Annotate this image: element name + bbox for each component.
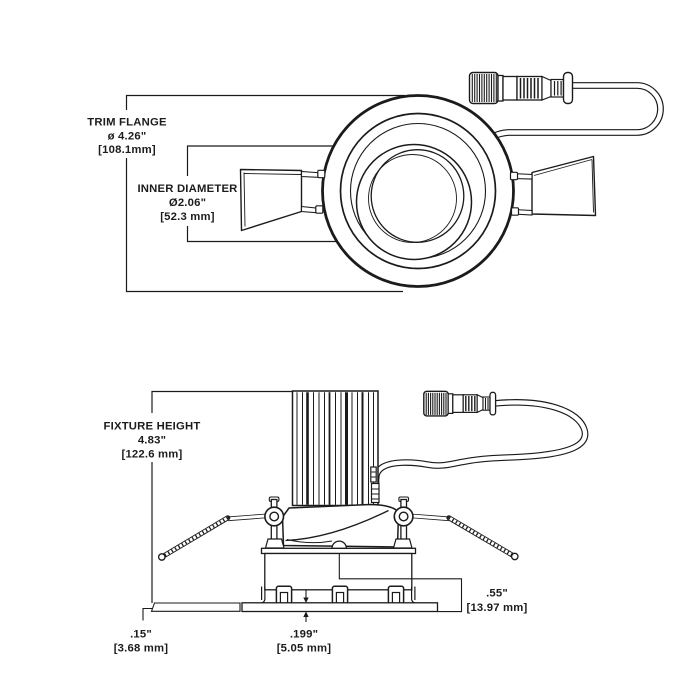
knurl-hatch	[471, 74, 497, 102]
heat-sink	[291, 390, 380, 507]
fixture-height-mm: [122.6 mm]	[121, 449, 182, 461]
fixture-height-inches: 4.83"	[138, 435, 166, 447]
right-spring-clip	[509, 155, 597, 217]
inner-diameter-label: INNER DIAMETER	[137, 183, 237, 195]
side-view: FIXTURE HEIGHT 4.83" [122.6 mm] .55" [13…	[104, 390, 589, 655]
lens-bezel-edge	[286, 539, 333, 544]
gimbal-housing	[281, 503, 400, 548]
left-torsion-assembly	[157, 496, 285, 561]
wire-grommet	[331, 540, 348, 549]
top-connector	[468, 71, 574, 105]
torsion-spring-coil	[264, 506, 285, 527]
fixture-height-label: FIXTURE HEIGHT	[104, 421, 201, 433]
barrel-ribs	[519, 78, 539, 99]
can-lip	[260, 547, 417, 555]
clip-pin	[510, 207, 520, 216]
flange-thickness-inches: .199"	[290, 628, 318, 640]
flange-thickness-arrows	[303, 590, 309, 622]
heat-sink-fins	[296, 392, 374, 505]
right-torsion-assembly	[392, 496, 519, 561]
clip-stack-leader	[338, 553, 463, 613]
top-view-labels: TRIM FLANGE ø 4.26" [108.1mm] INNER DIAM…	[87, 117, 237, 224]
trim-flange-label: TRIM FLANGE	[87, 117, 167, 129]
clip-stack-mm: [13.97 mm]	[466, 602, 527, 614]
flange-lip-mm: [3.68 mm]	[114, 642, 169, 654]
clip-pin	[317, 169, 326, 179]
side-connector	[423, 390, 497, 417]
torsion-arm	[446, 515, 519, 561]
trim-circles	[321, 94, 515, 288]
flange-edge	[241, 602, 439, 613]
trim-flange-dimension-lines	[125, 94, 405, 293]
arm-tip	[510, 552, 519, 561]
cable-clamp	[370, 466, 380, 504]
inner-diameter-mm: [52.3 mm]	[160, 211, 215, 223]
gimbal-tilt-seam	[285, 509, 389, 542]
nut-bands	[553, 81, 562, 96]
torsion-spring-coil	[393, 506, 414, 527]
connector-knurl	[423, 390, 449, 417]
inner-diameter-inches: Ø2.06"	[169, 197, 206, 209]
trim-ring	[339, 112, 497, 270]
fixture-height-dimension-lines	[151, 390, 292, 603]
top-view: TRIM FLANGE ø 4.26" [108.1mm] INNER DIAM…	[87, 71, 664, 293]
knurl-hatch	[425, 392, 447, 415]
side-cable	[372, 399, 589, 485]
left-spring-clip	[239, 168, 326, 232]
friction-tabs	[275, 585, 405, 605]
trim-flange-mm: [108.1mm]	[98, 144, 156, 156]
trim-flange-inches: ø 4.26"	[108, 131, 147, 143]
clip-pin	[509, 171, 519, 181]
clip-stack-inches: .55"	[486, 588, 508, 600]
barrel-ribs	[465, 396, 476, 412]
connector-flange	[562, 71, 574, 105]
clip-pin	[315, 205, 324, 214]
housing-can	[260, 540, 417, 591]
side-view-labels: FIXTURE HEIGHT 4.83" [122.6 mm] .55" [13…	[104, 421, 528, 655]
flange-lip-strip	[150, 602, 241, 612]
flange-lip-leader	[142, 607, 152, 621]
flange-thickness-mm: [5.05 mm]	[277, 642, 332, 654]
connector-flange	[489, 391, 497, 416]
torsion-arm	[157, 515, 231, 561]
arm-tip	[157, 553, 166, 561]
can-body	[264, 552, 413, 591]
flange-lip-inches: .15"	[130, 628, 152, 640]
lens-inner-arc	[368, 154, 457, 243]
